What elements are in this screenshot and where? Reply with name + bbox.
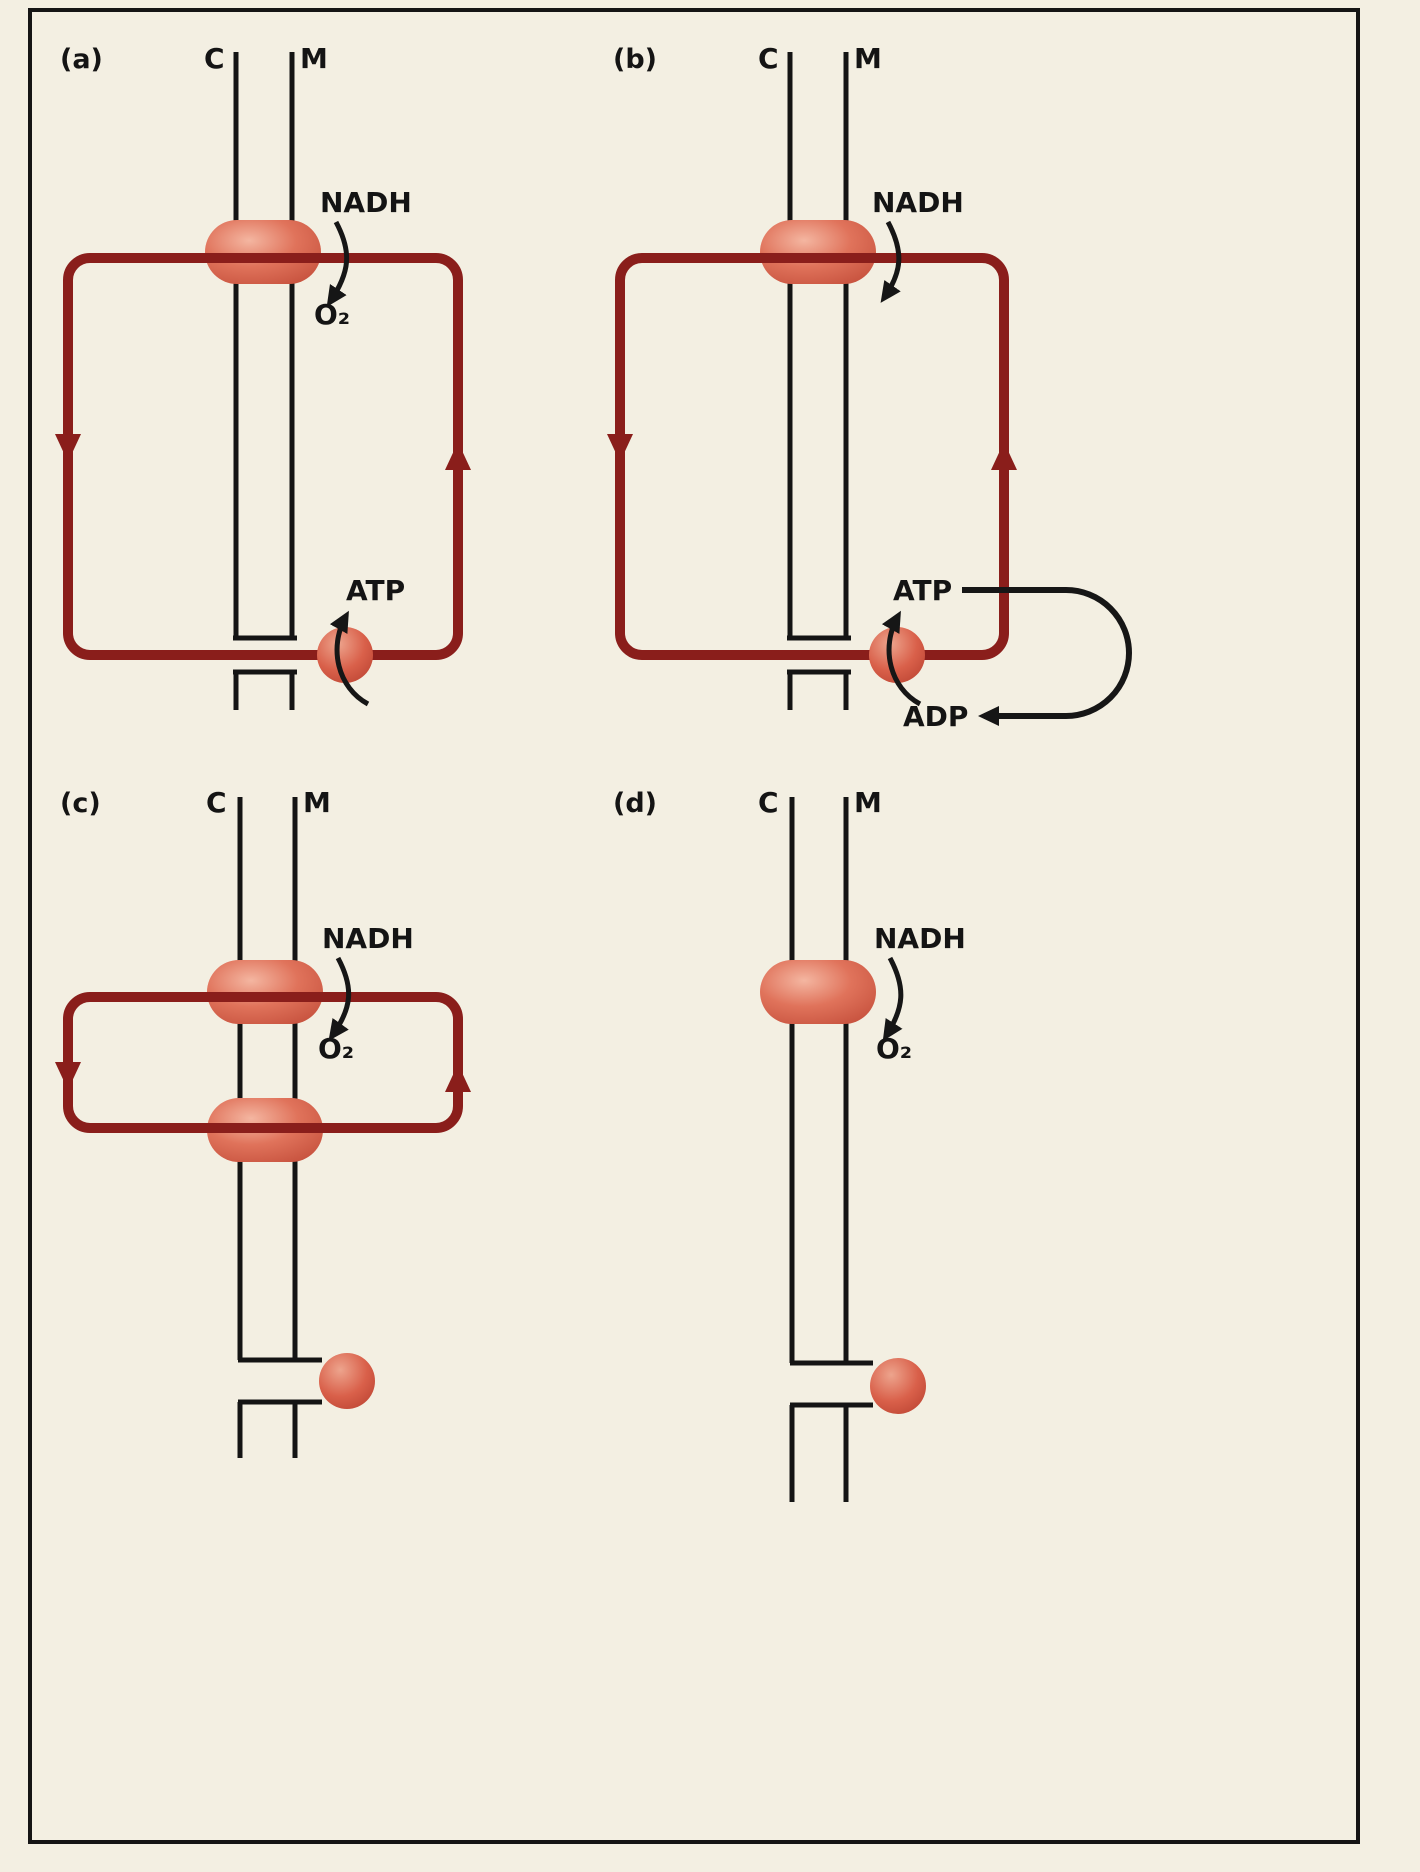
proton-circuit-loop <box>615 253 1009 660</box>
adp-label: ADP <box>903 700 968 733</box>
atp-label: ATP <box>893 574 952 607</box>
o2-label: O₂ <box>876 1032 912 1065</box>
respiratory-complex-blob <box>760 220 876 284</box>
panel-a: (a) C M NADH O₂ ATP <box>55 42 471 710</box>
panel-label: (c) <box>60 788 101 819</box>
atp-synthase-knob <box>317 627 373 683</box>
o2-label: O₂ <box>314 298 350 331</box>
proton-flow-down-arrowhead-icon <box>55 434 81 462</box>
atp-adp-recycle-arrow-icon <box>962 587 1132 726</box>
nadh-label: NADH <box>874 922 966 955</box>
proton-circuit-loop <box>63 253 463 660</box>
proton-flow-up-arrowhead-icon <box>991 442 1017 470</box>
membrane-label-c: C <box>758 786 779 819</box>
membrane-label-m: M <box>854 786 882 819</box>
nadh-oxidation-arrow-icon <box>326 220 350 307</box>
atp-synthase-knob <box>319 1353 375 1409</box>
proton-circuit-loop <box>63 992 463 1133</box>
atp-synthesis-arrow-icon <box>329 610 370 707</box>
respiratory-complex-blob <box>760 960 876 1024</box>
proton-flow-up-arrowhead-icon <box>445 442 471 470</box>
panel-c: (c) C M NADH O₂ <box>55 786 471 1458</box>
figure-frame <box>28 8 1360 1844</box>
membrane-label-m: M <box>303 786 331 819</box>
atp-synthase-knob <box>870 1358 926 1414</box>
membrane-label-c: C <box>204 42 225 75</box>
atp-synthase-knob <box>869 627 925 683</box>
panel-label: (a) <box>60 44 103 75</box>
membrane-label-c: C <box>206 786 227 819</box>
nadh-oxidation-arrow-icon <box>880 220 902 303</box>
nadh-label: NADH <box>872 186 964 219</box>
atp-label: ATP <box>346 574 405 607</box>
panel-b: (b) C M NADH ATP ADP <box>607 42 1132 733</box>
proton-flow-down-arrowhead-icon <box>607 434 633 462</box>
membrane-label-m: M <box>300 42 328 75</box>
panel-label: (d) <box>613 788 657 819</box>
proton-flow-up-arrowhead-icon <box>445 1064 471 1092</box>
nadh-label: NADH <box>322 922 414 955</box>
panel-label: (b) <box>613 44 657 75</box>
o2-label: O₂ <box>318 1032 354 1065</box>
proton-flow-down-arrowhead-icon <box>55 1062 81 1090</box>
panel-d: (d) C M NADH O₂ <box>613 786 966 1502</box>
nadh-oxidation-arrow-icon <box>328 956 352 1041</box>
nadh-label: NADH <box>320 186 412 219</box>
atp-synthesis-arrow-icon <box>881 610 922 707</box>
respiratory-complex-blob <box>205 220 321 284</box>
membrane-label-m: M <box>854 42 882 75</box>
membrane-label-c: C <box>758 42 779 75</box>
nadh-oxidation-arrow-icon <box>882 956 904 1042</box>
